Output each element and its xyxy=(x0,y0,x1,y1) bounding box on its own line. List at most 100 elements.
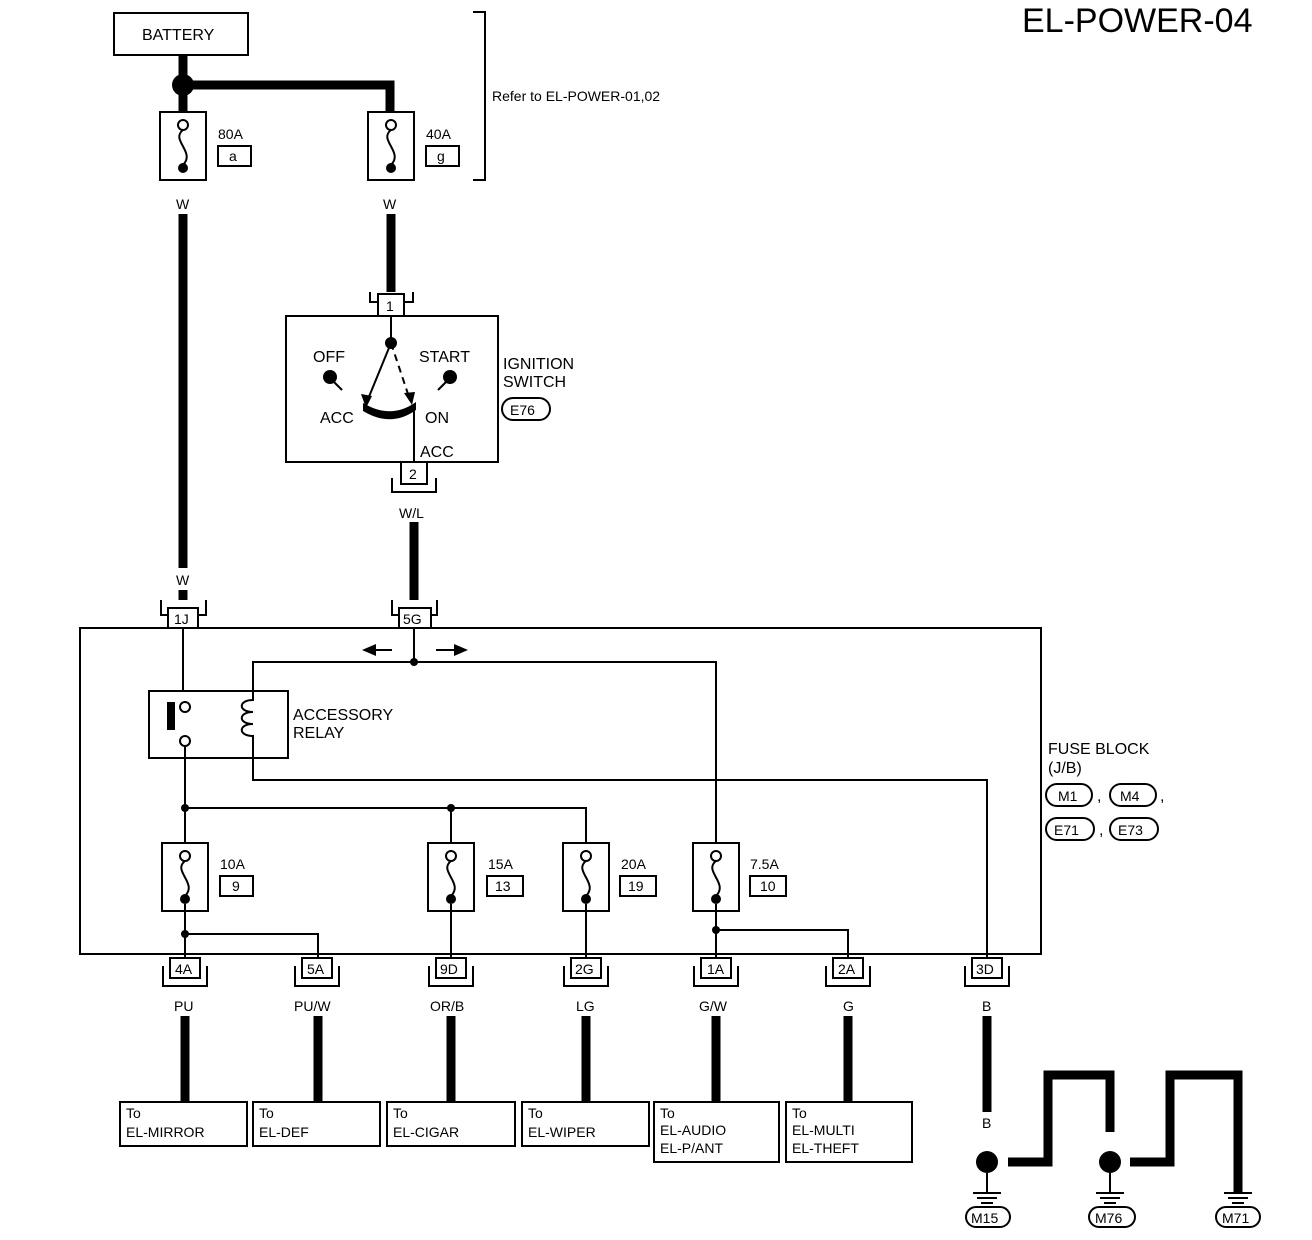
fuse-20a-id-box xyxy=(619,875,657,897)
ign-start-stub xyxy=(437,381,447,391)
wire-label-w-right: W xyxy=(383,196,397,212)
dest-audio-line1: EL-AUDIO xyxy=(660,1122,726,1138)
fb-conn-m1: M1 xyxy=(1058,788,1078,804)
pin-1a-connector xyxy=(693,957,739,987)
fb-10a-to-5a xyxy=(185,933,319,958)
ign-name-2: SWITCH xyxy=(503,374,566,391)
wire-label-orb: OR/B xyxy=(430,998,464,1014)
pin-4a: 4A xyxy=(175,961,193,977)
dest-box-def xyxy=(252,1101,381,1147)
ground-symbol-m71 xyxy=(1224,1192,1252,1204)
fuse-80a-rating: 80A xyxy=(218,126,244,142)
ground-m15-oval xyxy=(965,1206,1011,1228)
arrow-right xyxy=(454,644,468,656)
ground-m71-oval xyxy=(1215,1206,1261,1228)
ign-connector: E76 xyxy=(510,402,535,418)
ground-m15: M15 xyxy=(971,1210,998,1226)
ign-start-contact xyxy=(443,370,457,384)
pin-2a: 2A xyxy=(838,961,856,977)
fuse-20a-rating: 20A xyxy=(621,856,647,872)
dest-def-to: To xyxy=(259,1105,274,1121)
dest-cigar-line1: EL-CIGAR xyxy=(393,1124,459,1140)
ground-m71: M71 xyxy=(1222,1210,1249,1226)
fuse-15a-id: 13 xyxy=(495,878,511,894)
ground-symbol-m15 xyxy=(973,1192,1001,1204)
fuse-block-name-2: (J/B) xyxy=(1048,760,1082,777)
fb-conn-e73: E73 xyxy=(1118,822,1143,838)
ground-wire-label-2: B xyxy=(1043,1115,1052,1131)
fb-7-5a-to-2a xyxy=(716,929,849,958)
refer-note: Refer to EL-POWER-01,02 xyxy=(492,88,660,104)
fb-acc-bus xyxy=(252,661,717,845)
dest-def-line1: EL-DEF xyxy=(259,1124,309,1140)
diagram-title: EL-POWER-04 xyxy=(1022,2,1253,40)
fuse-10a xyxy=(161,842,209,912)
ign-acc-out-label: ACC xyxy=(420,444,454,461)
ign-arm-on-arrow xyxy=(404,392,415,405)
fuse-80a xyxy=(159,111,207,181)
ign-pos-acc: ACC xyxy=(320,410,354,427)
pin-9d-connector xyxy=(428,957,474,987)
fb-conn-m4-oval xyxy=(1109,783,1157,807)
ground-wire-label-5: B xyxy=(1233,1115,1242,1131)
fb-conn-comma-3: , xyxy=(1099,822,1103,839)
fuse-40a-id: g xyxy=(437,148,445,164)
ground-wire-label-1: B xyxy=(982,1115,991,1131)
fuse-15a-rating: 15A xyxy=(488,856,514,872)
dest-box-audio xyxy=(653,1101,780,1163)
wire-label-pu: PU xyxy=(174,998,193,1014)
fuse-40a xyxy=(367,111,415,181)
pin-1a: 1A xyxy=(707,961,725,977)
fb-conn-m1-oval xyxy=(1045,783,1093,807)
ground-wire-label-4: B xyxy=(1166,1115,1175,1131)
ign-arm-acc-arrow xyxy=(361,394,372,408)
ground-wire-m76-m71 xyxy=(1130,1070,1243,1192)
dest-box-multi xyxy=(785,1101,913,1163)
ign-pos-off: OFF xyxy=(313,349,345,366)
ign-name-1: IGNITION xyxy=(503,356,574,373)
ground-symbol-m76 xyxy=(1096,1192,1124,1204)
dest-audio-to: To xyxy=(660,1105,675,1121)
wire-label-w-1j: W xyxy=(176,572,190,588)
fuse-15a-id-box xyxy=(486,875,524,897)
ground-junction-m15 xyxy=(976,1151,998,1173)
pin-3d: 3D xyxy=(976,961,994,977)
ign-pos-on: ON xyxy=(425,410,449,427)
fb-conn-e71-oval xyxy=(1045,817,1095,841)
fuse-40a-rating: 40A xyxy=(426,126,452,142)
ground-m76: M76 xyxy=(1095,1210,1122,1226)
fuse-80a-id-box xyxy=(217,145,252,167)
ground-wire-m15-m76 xyxy=(1008,1070,1115,1167)
pin-9d: 9D xyxy=(440,961,458,977)
dest-multi-to: To xyxy=(792,1105,807,1121)
dest-mirror-line1: EL-MIRROR xyxy=(126,1124,205,1140)
arrow-left xyxy=(362,644,376,656)
fb-conn-e73-oval xyxy=(1109,817,1159,841)
wire-label-w-left: W xyxy=(176,196,190,212)
refer-bracket xyxy=(473,11,486,181)
fuse-15a xyxy=(427,842,475,912)
dest-multi-line1: EL-MULTI xyxy=(792,1122,855,1138)
dest-box-mirror xyxy=(119,1101,248,1147)
pin-4a-connector xyxy=(162,957,208,987)
ign-pin-2: 2 xyxy=(409,466,417,482)
dest-box-cigar xyxy=(386,1101,516,1147)
pin-3d-connector xyxy=(964,957,1010,987)
pin-2a-connector xyxy=(825,957,871,987)
dest-box-wiper xyxy=(521,1101,650,1147)
pin-5a: 5A xyxy=(307,961,325,977)
fuse-10a-rating: 10A xyxy=(220,856,246,872)
pin-2g: 2G xyxy=(575,961,594,977)
ign-off-contact xyxy=(323,370,337,384)
dest-audio-line2: EL-P/ANT xyxy=(660,1140,723,1156)
fuse-20a-id: 19 xyxy=(628,878,644,894)
ign-pin-2-box xyxy=(400,461,428,485)
pin-5g: 5G xyxy=(403,611,422,627)
fuse-40a-id-box xyxy=(425,145,460,167)
wire-label-g: G xyxy=(843,998,854,1014)
fuse-20a xyxy=(562,842,610,912)
ign-pin-2-bracket xyxy=(391,478,437,493)
dest-cigar-to: To xyxy=(393,1105,408,1121)
